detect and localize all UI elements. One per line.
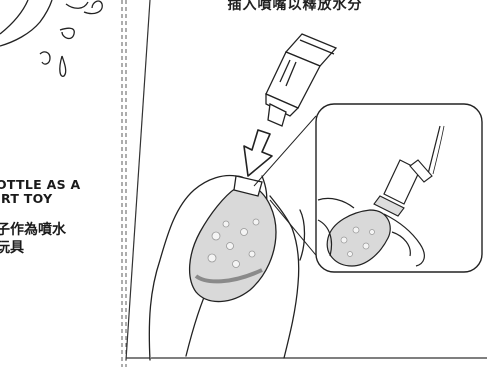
instruction-caption: 插入噴嘴以釋放水分 <box>227 0 363 13</box>
water-splash-icon <box>0 0 103 77</box>
heading-chinese-line2: 玩具 <box>0 240 24 256</box>
panel-edge <box>125 0 151 361</box>
magnifier-icon <box>253 103 483 273</box>
bottle-icon <box>188 175 277 303</box>
heading-chinese-line1: 子作為噴水 <box>0 222 66 238</box>
down-arrow-icon <box>243 129 273 177</box>
nozzle-icon <box>265 33 338 127</box>
heading-english-line1: OTTLE AS A <box>0 177 81 192</box>
heading-english-line2: IRT TOY <box>0 191 53 206</box>
